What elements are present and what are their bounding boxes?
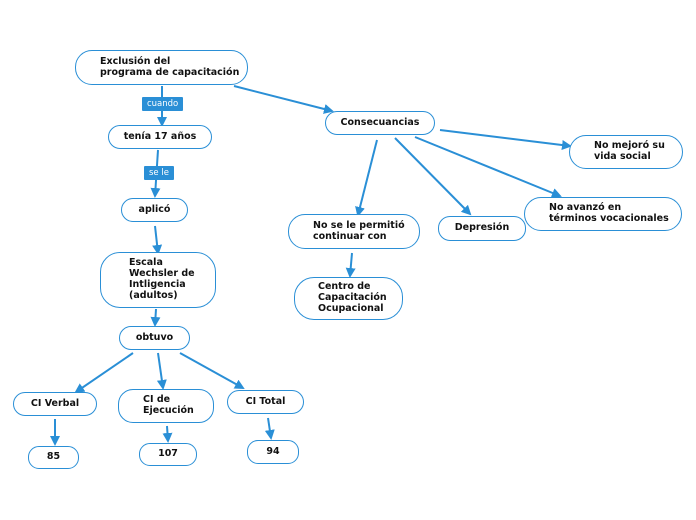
edge-consecuencias-nomejoro — [439, 129, 572, 150]
node-value-94[interactable]: 94 — [247, 440, 299, 464]
node-no-permitio[interactable]: No se le permitió continuar con — [288, 214, 420, 249]
edge-aplico-escala — [152, 225, 163, 255]
node-value-85[interactable]: 85 — [28, 446, 79, 469]
node-escala[interactable]: Escala Wechsler de Intligencia (adultos) — [100, 252, 216, 308]
link-label-se-le: se le — [144, 166, 174, 180]
node-value-107[interactable]: 107 — [139, 443, 197, 466]
edge-consecuencias-nopermitio — [355, 139, 378, 217]
edge-obtuvo-ciejecucion — [156, 352, 167, 390]
edge-obtuvo-citotal — [179, 352, 245, 389]
node-ci-total[interactable]: CI Total — [227, 390, 304, 414]
node-ci-verbal[interactable]: CI Verbal — [13, 392, 97, 416]
edge-escala-obtuvo — [150, 308, 161, 327]
edge-consecuencias-noavanzo — [414, 136, 562, 198]
node-obtuvo[interactable]: obtuvo — [119, 326, 190, 350]
edge-exclusion-consecuencias — [233, 85, 334, 114]
node-aplico[interactable]: aplicó — [121, 198, 188, 222]
node-exclusion[interactable]: Exclusión del programa de capacitación — [75, 50, 248, 85]
edge-nopermitio-centro — [345, 252, 356, 278]
node-no-mejoro[interactable]: No mejoró su vida social — [569, 135, 683, 169]
link-label-cuando: cuando — [142, 97, 184, 111]
node-no-avanzo[interactable]: No avanzó en términos vocacionales — [524, 197, 682, 231]
node-depresion[interactable]: Depresión — [438, 216, 526, 241]
edge-citotal-94 — [264, 417, 275, 440]
edge-consecuencias-depresion — [394, 137, 472, 216]
edge-obtuvo-civerbal — [74, 352, 134, 394]
edge-ciejecucion-107 — [162, 425, 173, 443]
node-consecuencias[interactable]: Consecuancias — [325, 111, 435, 135]
node-tenia[interactable]: tenía 17 años — [108, 125, 212, 149]
node-centro[interactable]: Centro de Capacitación Ocupacional — [294, 277, 403, 320]
node-ci-ejecucion[interactable]: CI de Ejecución — [118, 389, 214, 423]
